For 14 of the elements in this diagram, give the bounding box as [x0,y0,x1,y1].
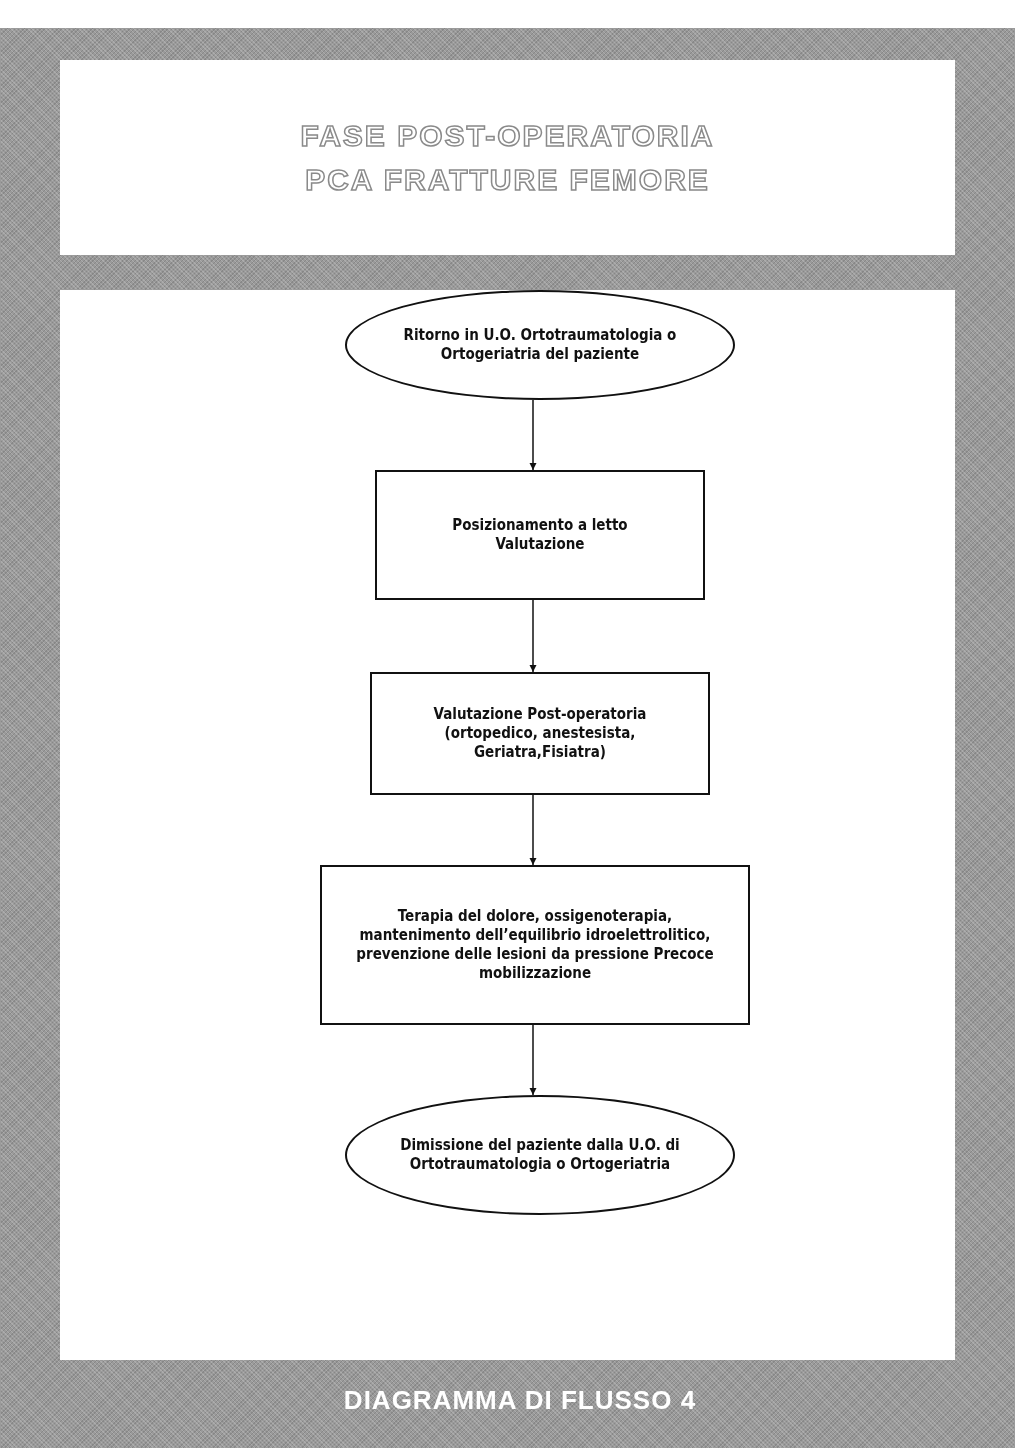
caption: DIAGRAMMA DI FLUSSO 4 [342,1385,698,1416]
node-text: Dimissione del paziente dalla U.O. di Ortotraumatologia o Ortogeriatria [399,1136,681,1174]
arrow [529,399,537,471]
process-box [370,672,710,795]
process-box [375,470,705,600]
node-text: Ritorno in U.O. Ortotraumatologia o Ortogeriatria del paziente [402,326,678,364]
title: FASE POST-OPERATORIA PCA FRATTURE FEMORE [299,117,716,198]
process-box [320,865,750,1025]
node-text: Valutazione Post-operatoria (ortopedico, anestesista, Geriatra,Fisiatra) [432,705,648,762]
node-text: Posizionamento a letto Valutazione [451,516,629,554]
arrow [529,794,537,866]
arrow [529,599,537,673]
arrow [529,1024,537,1096]
node-text: Terapia del dolore, ossigenoterapia, mantenimento dell’equilibrio idroelettrolitico, prevenzione delle lesioni da pressione Precoce mobilizzazione [355,907,715,983]
